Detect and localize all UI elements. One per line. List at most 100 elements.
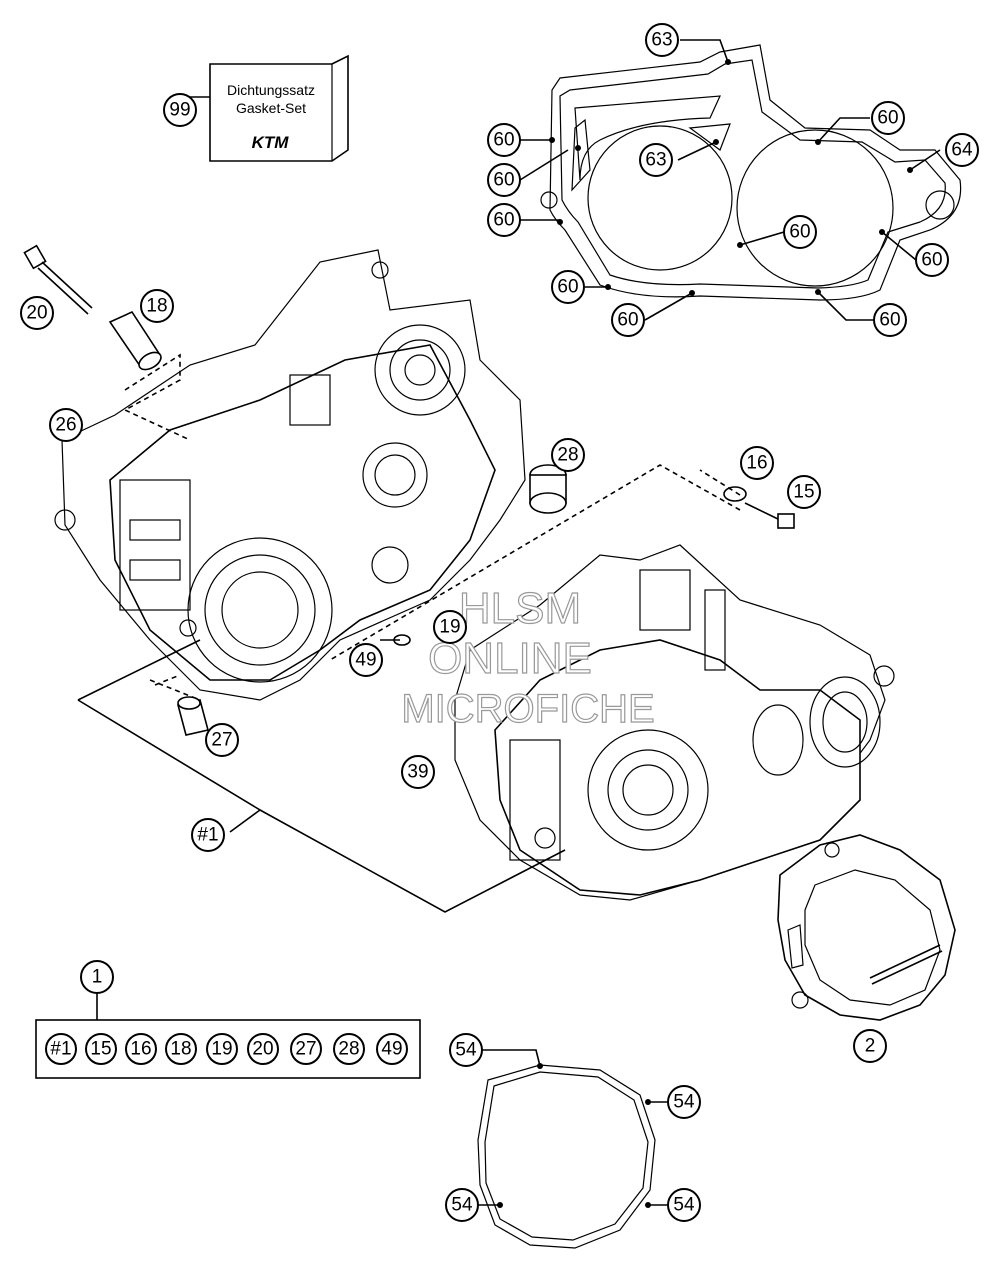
kit-item-16[interactable]: 16 <box>125 1033 157 1065</box>
svg-text:27: 27 <box>211 730 232 751</box>
svg-text:27: 27 <box>295 1039 316 1060</box>
kit-item-20[interactable]: 20 <box>247 1033 279 1065</box>
ignition-cover-gasket <box>477 1064 656 1249</box>
svg-text:60: 60 <box>921 250 942 271</box>
svg-text:20: 20 <box>252 1039 273 1060</box>
callout-20[interactable]: 20 <box>20 296 54 330</box>
screw-15 <box>744 502 795 529</box>
callout-60-c[interactable]: 60 <box>487 203 521 237</box>
washer-16 <box>723 486 747 502</box>
ignition-cover <box>777 834 956 1021</box>
callout-54-b[interactable]: 54 <box>667 1085 701 1119</box>
kit-item-27[interactable]: 27 <box>290 1033 322 1065</box>
gasket-holes <box>497 59 913 1208</box>
svg-text:16: 16 <box>746 453 767 474</box>
kit-item-15[interactable]: 15 <box>85 1033 117 1065</box>
dowel-sleeve-18 <box>108 310 162 371</box>
svg-text:54: 54 <box>673 1195 695 1216</box>
callout-15[interactable]: 15 <box>787 475 821 509</box>
callout-19[interactable]: 19 <box>433 610 467 644</box>
svg-text:1: 1 <box>92 967 103 988</box>
svg-text:60: 60 <box>617 310 638 331</box>
svg-text:54: 54 <box>673 1092 695 1113</box>
svg-text:15: 15 <box>793 482 814 503</box>
callout-18[interactable]: 18 <box>140 289 174 323</box>
svg-text:39: 39 <box>407 762 428 783</box>
callout-54-a[interactable]: 54 <box>449 1033 483 1067</box>
kit-item-49[interactable]: 49 <box>376 1033 408 1065</box>
callout-99[interactable]: 99 <box>163 93 197 127</box>
svg-text:28: 28 <box>338 1039 359 1060</box>
svg-text:64: 64 <box>951 140 973 161</box>
callout-39[interactable]: 39 <box>401 755 435 789</box>
kit-item-19[interactable]: 19 <box>206 1033 238 1065</box>
svg-text:16: 16 <box>130 1039 151 1060</box>
svg-text:60: 60 <box>789 222 810 243</box>
kit-item-hash1[interactable]: #1 <box>45 1033 77 1065</box>
callout-54-d[interactable]: 54 <box>667 1188 701 1222</box>
svg-text:HLSM: HLSM <box>459 584 581 633</box>
callout-26[interactable]: 26 <box>49 408 83 442</box>
gasket-set-label-en: Gasket-Set <box>236 100 306 116</box>
crankcase-gasket-top <box>540 44 962 301</box>
svg-text:#1: #1 <box>197 825 218 846</box>
bolt-20 <box>23 244 93 315</box>
callout-2[interactable]: 2 <box>853 1029 887 1063</box>
leader-lines <box>77 39 941 1206</box>
plug-19-49 <box>380 634 411 646</box>
watermark: HLSM ONLINE MICROFICHE <box>401 583 656 731</box>
callout-64[interactable]: 64 <box>945 133 979 167</box>
ktm-logo: KTM <box>252 133 290 152</box>
callout-63-center[interactable]: 63 <box>639 143 673 177</box>
svg-text:19: 19 <box>211 1039 232 1060</box>
svg-text:20: 20 <box>26 303 47 324</box>
svg-text:19: 19 <box>439 617 460 638</box>
gasket-set-label-de: Dichtungssatz <box>227 82 315 98</box>
svg-text:2: 2 <box>865 1036 876 1057</box>
callout-60-e[interactable]: 60 <box>611 303 645 337</box>
svg-text:60: 60 <box>557 277 578 298</box>
svg-text:#1: #1 <box>50 1039 71 1060</box>
bushing-28 <box>529 464 567 514</box>
callout-60-i[interactable]: 60 <box>873 303 907 337</box>
svg-text:60: 60 <box>493 130 514 151</box>
svg-text:MICROFICHE: MICROFICHE <box>401 687 654 731</box>
svg-text:63: 63 <box>645 150 666 171</box>
callout-28[interactable]: 28 <box>551 438 585 472</box>
svg-text:60: 60 <box>877 108 898 129</box>
right-crankcase-half <box>454 544 895 901</box>
svg-text:49: 49 <box>355 650 376 671</box>
callout-27[interactable]: 27 <box>205 723 239 757</box>
svg-text:28: 28 <box>557 445 578 466</box>
gasket-set-box: Dichtungssatz Gasket-Set KTM <box>209 54 349 162</box>
svg-text:15: 15 <box>90 1039 111 1060</box>
callout-60-f[interactable]: 60 <box>871 101 905 135</box>
callout-63-top[interactable]: 63 <box>645 23 679 57</box>
svg-text:18: 18 <box>170 1039 191 1060</box>
svg-text:18: 18 <box>146 296 167 317</box>
callout-54-c[interactable]: 54 <box>445 1188 479 1222</box>
svg-text:60: 60 <box>493 210 514 231</box>
svg-text:49: 49 <box>381 1039 402 1060</box>
svg-text:99: 99 <box>169 100 190 121</box>
svg-text:63: 63 <box>651 30 672 51</box>
svg-text:54: 54 <box>451 1195 473 1216</box>
callout-49[interactable]: 49 <box>349 643 383 677</box>
callout-60-d[interactable]: 60 <box>551 270 585 304</box>
svg-text:26: 26 <box>55 415 76 436</box>
callout-60-a[interactable]: 60 <box>487 123 521 157</box>
svg-text:60: 60 <box>879 310 900 331</box>
kit-contents-box: #1 15 16 18 19 20 27 28 49 <box>35 1019 421 1079</box>
callout-60-b[interactable]: 60 <box>487 163 521 197</box>
callout-hash1[interactable]: #1 <box>191 818 225 852</box>
svg-text:60: 60 <box>493 170 514 191</box>
callout-1[interactable]: 1 <box>80 960 114 994</box>
dowel-sleeve-27 <box>177 696 209 736</box>
left-crankcase-half <box>54 249 526 701</box>
kit-item-28[interactable]: 28 <box>333 1033 365 1065</box>
callout-60-h[interactable]: 60 <box>915 243 949 277</box>
callout-16[interactable]: 16 <box>740 446 774 480</box>
callout-60-g[interactable]: 60 <box>783 215 817 249</box>
kit-item-18[interactable]: 18 <box>165 1033 197 1065</box>
